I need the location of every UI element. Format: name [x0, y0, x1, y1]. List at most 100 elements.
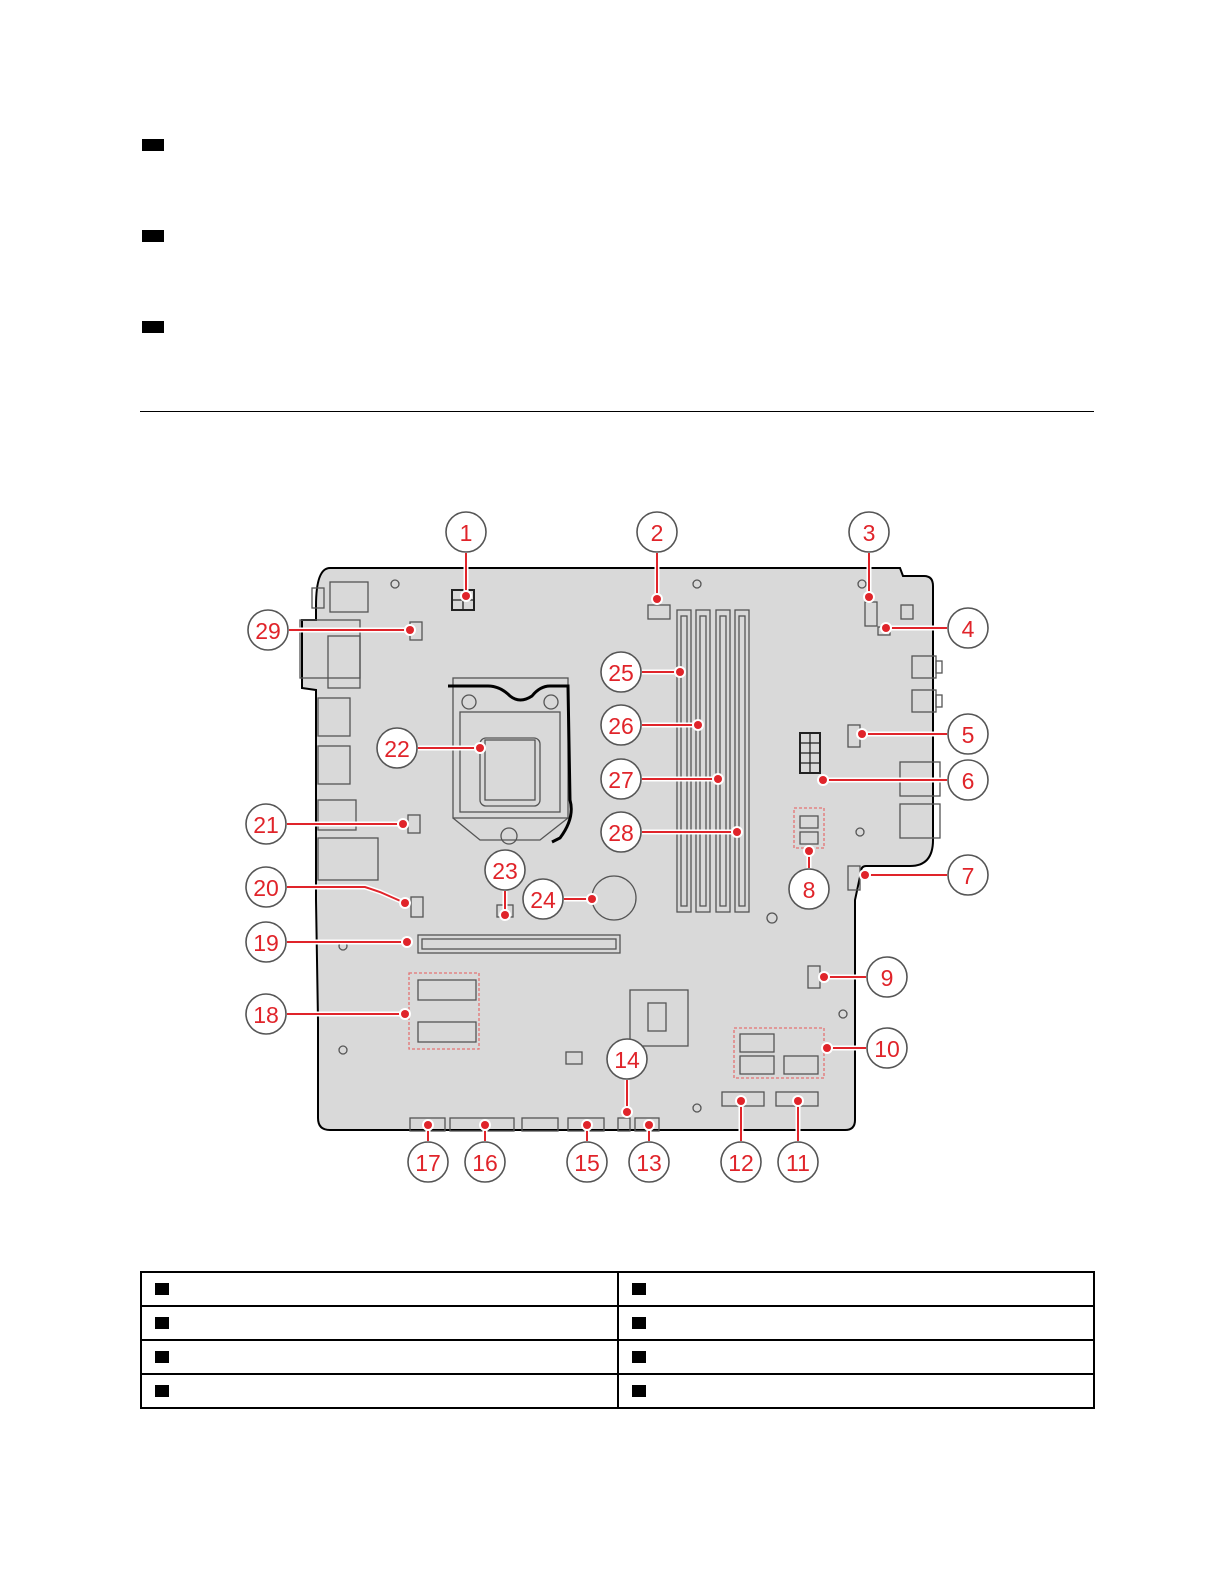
callout-circle [866, 956, 908, 998]
callout-circle [522, 878, 564, 920]
callout-circle [788, 868, 830, 910]
table-row [140, 1305, 1095, 1341]
sata-connector [783, 1055, 819, 1075]
screw-hole [855, 827, 865, 837]
callout-26: 26 [600, 704, 704, 746]
callout-4: 4 [880, 607, 989, 649]
callout-target-dot [399, 820, 407, 828]
callout-target-dot [401, 1010, 409, 1018]
callout-16: 16 [464, 1119, 506, 1183]
memory-slots [676, 609, 750, 913]
callout-10: 10 [821, 1027, 908, 1069]
legend-table [140, 1271, 1095, 1409]
callout-circle [464, 1141, 506, 1183]
connector [647, 604, 671, 620]
callout-target-dot [819, 776, 827, 784]
callout-1: 1 [445, 511, 487, 602]
callout-circle [947, 607, 989, 649]
callout-number: 1 [460, 520, 473, 546]
screw-hole [692, 1103, 702, 1113]
connector [900, 604, 914, 620]
cell-marker [155, 1350, 169, 1363]
callout-3: 3 [848, 511, 890, 603]
callout-circle [600, 704, 642, 746]
callout-number: 10 [874, 1036, 900, 1062]
callout-number: 21 [253, 812, 279, 838]
callout-22: 22 [376, 727, 486, 769]
callout-7: 7 [859, 854, 989, 896]
callout-target-dot [501, 911, 509, 919]
cell-marker [155, 1282, 169, 1295]
list-item-marker-1 [142, 139, 164, 151]
callout-circle [606, 1038, 648, 1080]
ethernet-port [317, 837, 379, 881]
callout-target-dot [820, 973, 828, 981]
callout-29: 29 [247, 609, 416, 651]
callout-circle [407, 1141, 449, 1183]
callout-number: 25 [608, 660, 634, 686]
callout-circle [600, 811, 642, 853]
callout-number: 28 [608, 820, 634, 846]
jumper-14 [617, 1117, 631, 1132]
usb-port [317, 745, 351, 785]
table-row [140, 1271, 1095, 1307]
callout-circle [245, 921, 287, 963]
callout-number: 29 [255, 618, 281, 644]
sata-connector [739, 1055, 775, 1075]
callout-20: 20 [245, 866, 411, 909]
connector [410, 896, 424, 918]
callout-number: 6 [962, 768, 975, 794]
cell-marker [155, 1316, 169, 1329]
screw-hole [338, 1045, 348, 1055]
connector [799, 815, 819, 829]
callout-13: 13 [628, 1119, 670, 1183]
callout-target-dot [588, 895, 596, 903]
callout-circle [628, 1141, 670, 1183]
callout-number: 3 [863, 520, 876, 546]
table-row [140, 1373, 1095, 1409]
callout-number: 22 [384, 736, 410, 762]
callout-circle [777, 1141, 819, 1183]
callout-12: 12 [720, 1095, 762, 1183]
callout-target-dot [865, 593, 873, 601]
callout-number: 5 [962, 722, 975, 748]
screw-hole [692, 579, 702, 589]
callout-target-dot [481, 1121, 489, 1129]
table-cell [616, 1373, 1095, 1409]
table-cell [140, 1339, 619, 1375]
callout-target-dot [401, 899, 409, 907]
callout-number: 18 [253, 1002, 279, 1028]
callout-number: 24 [530, 887, 556, 913]
callout-number: 12 [728, 1150, 754, 1176]
callout-target-dot [823, 1044, 831, 1052]
screw-hole [390, 579, 400, 589]
io-port [899, 803, 941, 839]
callout-circle [376, 727, 418, 769]
m2-slot [417, 1021, 477, 1043]
table-cell [140, 1373, 619, 1409]
callout-number: 11 [786, 1150, 810, 1176]
callout-number: 17 [415, 1150, 441, 1176]
callout-target-dot [645, 1121, 653, 1129]
cell-marker [631, 1316, 646, 1329]
audio-jack [935, 660, 943, 674]
callout-circle [866, 1027, 908, 1069]
callout-circle [947, 759, 989, 801]
callout-target-dot [714, 775, 722, 783]
callout-target-dot [794, 1097, 802, 1105]
callout-circle [636, 511, 678, 553]
table-row [140, 1339, 1095, 1375]
callout-number: 2 [651, 520, 664, 546]
callout-target-dot [653, 595, 661, 603]
cell-marker [155, 1384, 169, 1397]
callout-8: 8 [788, 845, 830, 910]
callout-circle [245, 803, 287, 845]
list-item-marker-2 [142, 230, 164, 242]
callout-target-dot [476, 744, 484, 752]
callout-6: 6 [817, 759, 989, 801]
callout-number: 26 [608, 713, 634, 739]
table-cell [140, 1305, 619, 1341]
m2-slot [417, 979, 477, 1001]
header-16 [449, 1117, 515, 1132]
